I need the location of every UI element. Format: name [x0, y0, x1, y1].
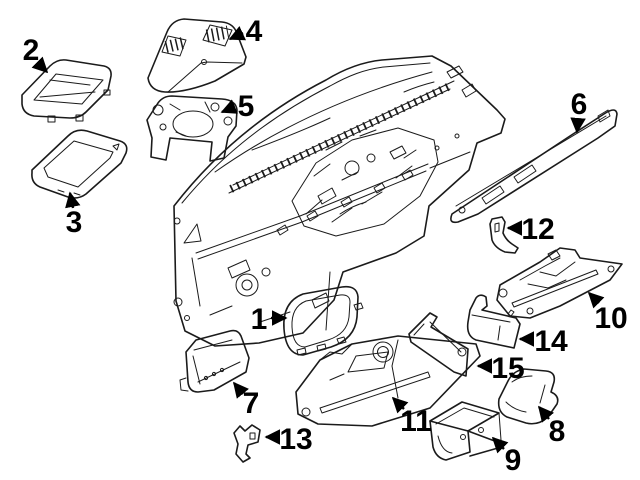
part-2-details	[33, 73, 111, 123]
part-1-details	[291, 294, 364, 356]
dashboard-right-details	[429, 133, 471, 169]
callout-3-arrow	[65, 191, 81, 209]
part-15-fold-line	[413, 321, 462, 353]
callout-2: 2	[23, 34, 49, 74]
callout-11-arrow	[391, 396, 409, 414]
callout-7: 7	[233, 381, 260, 420]
callouts: 1 2 3 4 5 6 7 8	[23, 15, 628, 477]
callout-7-arrow	[233, 381, 249, 399]
callout-4-arrow	[228, 26, 247, 41]
callout-6-arrow	[570, 117, 586, 134]
callout-3: 3	[65, 191, 83, 239]
callout-4: 4	[228, 15, 263, 48]
callout-8: 8	[538, 405, 566, 448]
callout-1: 1	[251, 303, 288, 336]
callout-11-label: 11	[400, 405, 432, 438]
dashboard-opening-details	[291, 127, 439, 237]
callout-12-label: 12	[521, 213, 554, 246]
callout-12: 12	[506, 213, 555, 246]
callout-4-label: 4	[246, 15, 263, 48]
callout-6-label: 6	[571, 88, 588, 121]
callout-7-label: 7	[243, 387, 260, 420]
callout-14-label: 14	[534, 325, 568, 358]
part-11-lower-panel-center	[295, 335, 481, 427]
callout-14: 14	[518, 325, 568, 358]
callout-2-label: 2	[23, 34, 40, 67]
callout-9-label: 9	[505, 444, 522, 477]
part-15-side-strip	[408, 312, 469, 377]
part-13-hole	[249, 432, 256, 440]
part-dashboard-assembly	[173, 55, 506, 347]
callout-8-arrow	[538, 405, 554, 423]
callout-11: 11	[391, 396, 432, 438]
callout-1-label: 1	[251, 303, 268, 336]
callout-8-label: 8	[549, 415, 566, 448]
callout-5-label: 5	[238, 90, 255, 123]
part-12-slot	[494, 222, 500, 233]
part-14-details	[471, 309, 515, 341]
callout-9-arrow	[491, 436, 509, 454]
part-13-hook-bracket	[233, 424, 261, 463]
callout-13-label: 13	[279, 423, 312, 456]
part-14-support-bracket	[466, 294, 521, 349]
callout-2-arrow	[31, 56, 49, 74]
part-8-details	[505, 375, 546, 413]
part-4-details	[161, 24, 243, 93]
callout-10-arrow	[587, 291, 605, 309]
diagram-artwork	[21, 18, 623, 463]
callout-10: 10	[587, 291, 628, 335]
part-4-speaker-cover	[147, 18, 247, 93]
part-1-cluster-bezel	[283, 285, 364, 356]
part-10-details	[498, 249, 615, 315]
part-10-lower-panel-right	[496, 247, 623, 319]
callout-15-label: 15	[491, 352, 524, 385]
callout-5: 5	[220, 90, 255, 123]
dashboard-left-details	[173, 217, 331, 331]
part-7-side-trim-panel	[179, 329, 250, 393]
part-8-column-cover	[497, 368, 559, 425]
callout-10-label: 10	[594, 302, 627, 335]
part-12-clip-bracket	[489, 216, 519, 254]
callout-5-arrow	[220, 99, 238, 114]
dashboard-cowl-details	[181, 62, 477, 204]
callout-15: 15	[476, 352, 525, 385]
part-7-details	[179, 339, 241, 392]
callout-13: 13	[264, 423, 313, 456]
callout-9: 9	[491, 436, 522, 477]
callout-6: 6	[570, 88, 588, 134]
part-2-display-trim-bezel	[21, 59, 112, 123]
part-11-details	[301, 339, 467, 417]
callout-3-label: 3	[66, 206, 83, 239]
part-5-details	[152, 101, 233, 138]
